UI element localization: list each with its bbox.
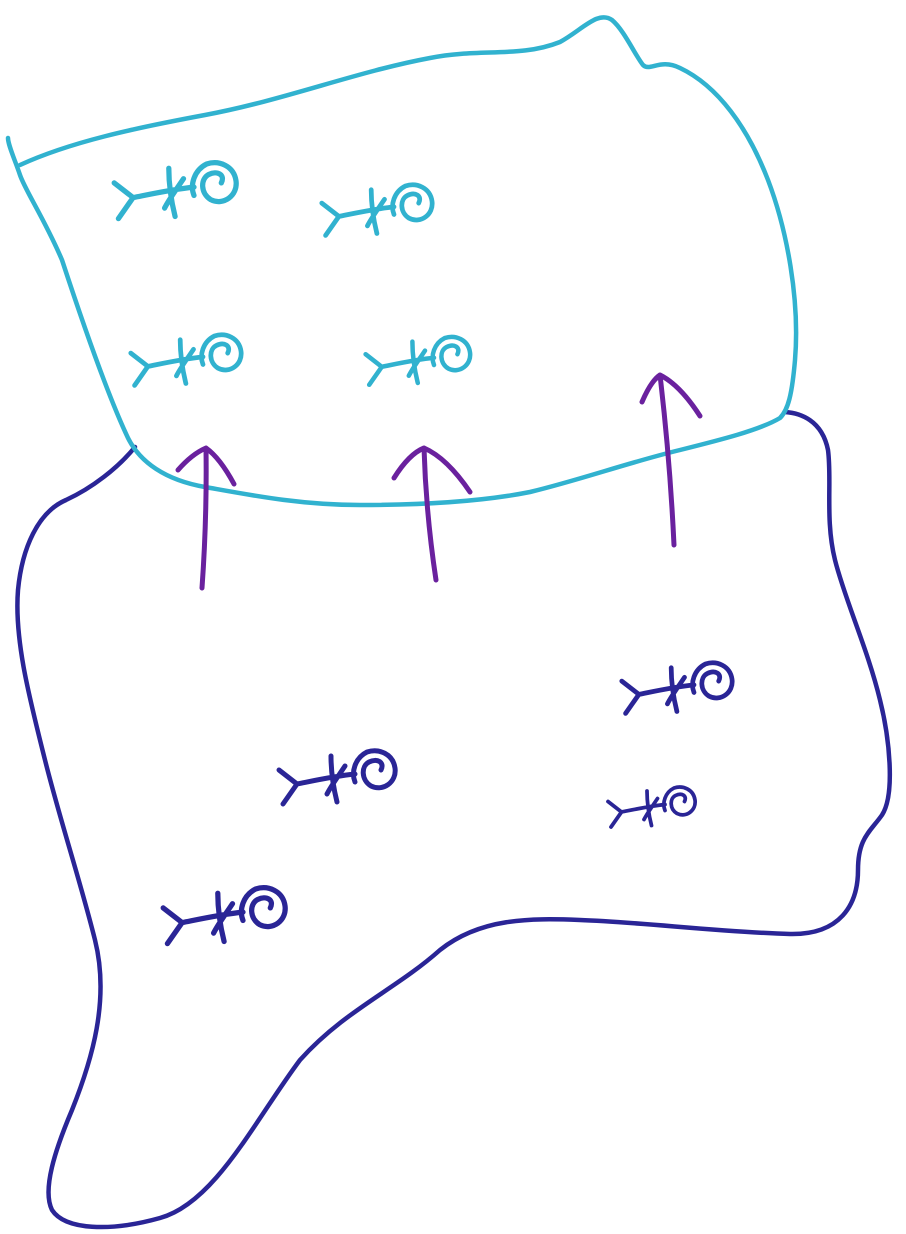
upper-region-outline (8, 17, 796, 505)
arrows-group (178, 375, 700, 588)
lower-region-outline (17, 412, 889, 1227)
stick-figure-icon (608, 787, 695, 827)
stick-figure-icon (131, 335, 241, 386)
people-group (114, 163, 732, 944)
stick-figure-icon (114, 163, 236, 219)
stick-figure-icon (279, 751, 395, 804)
stick-figure-icon (366, 337, 471, 385)
stick-figure-icon (322, 185, 432, 236)
stick-figure-icon (622, 663, 732, 714)
stick-figure-icon (163, 888, 285, 944)
up-arrow-icon (178, 448, 234, 588)
up-arrow-icon (394, 448, 470, 580)
